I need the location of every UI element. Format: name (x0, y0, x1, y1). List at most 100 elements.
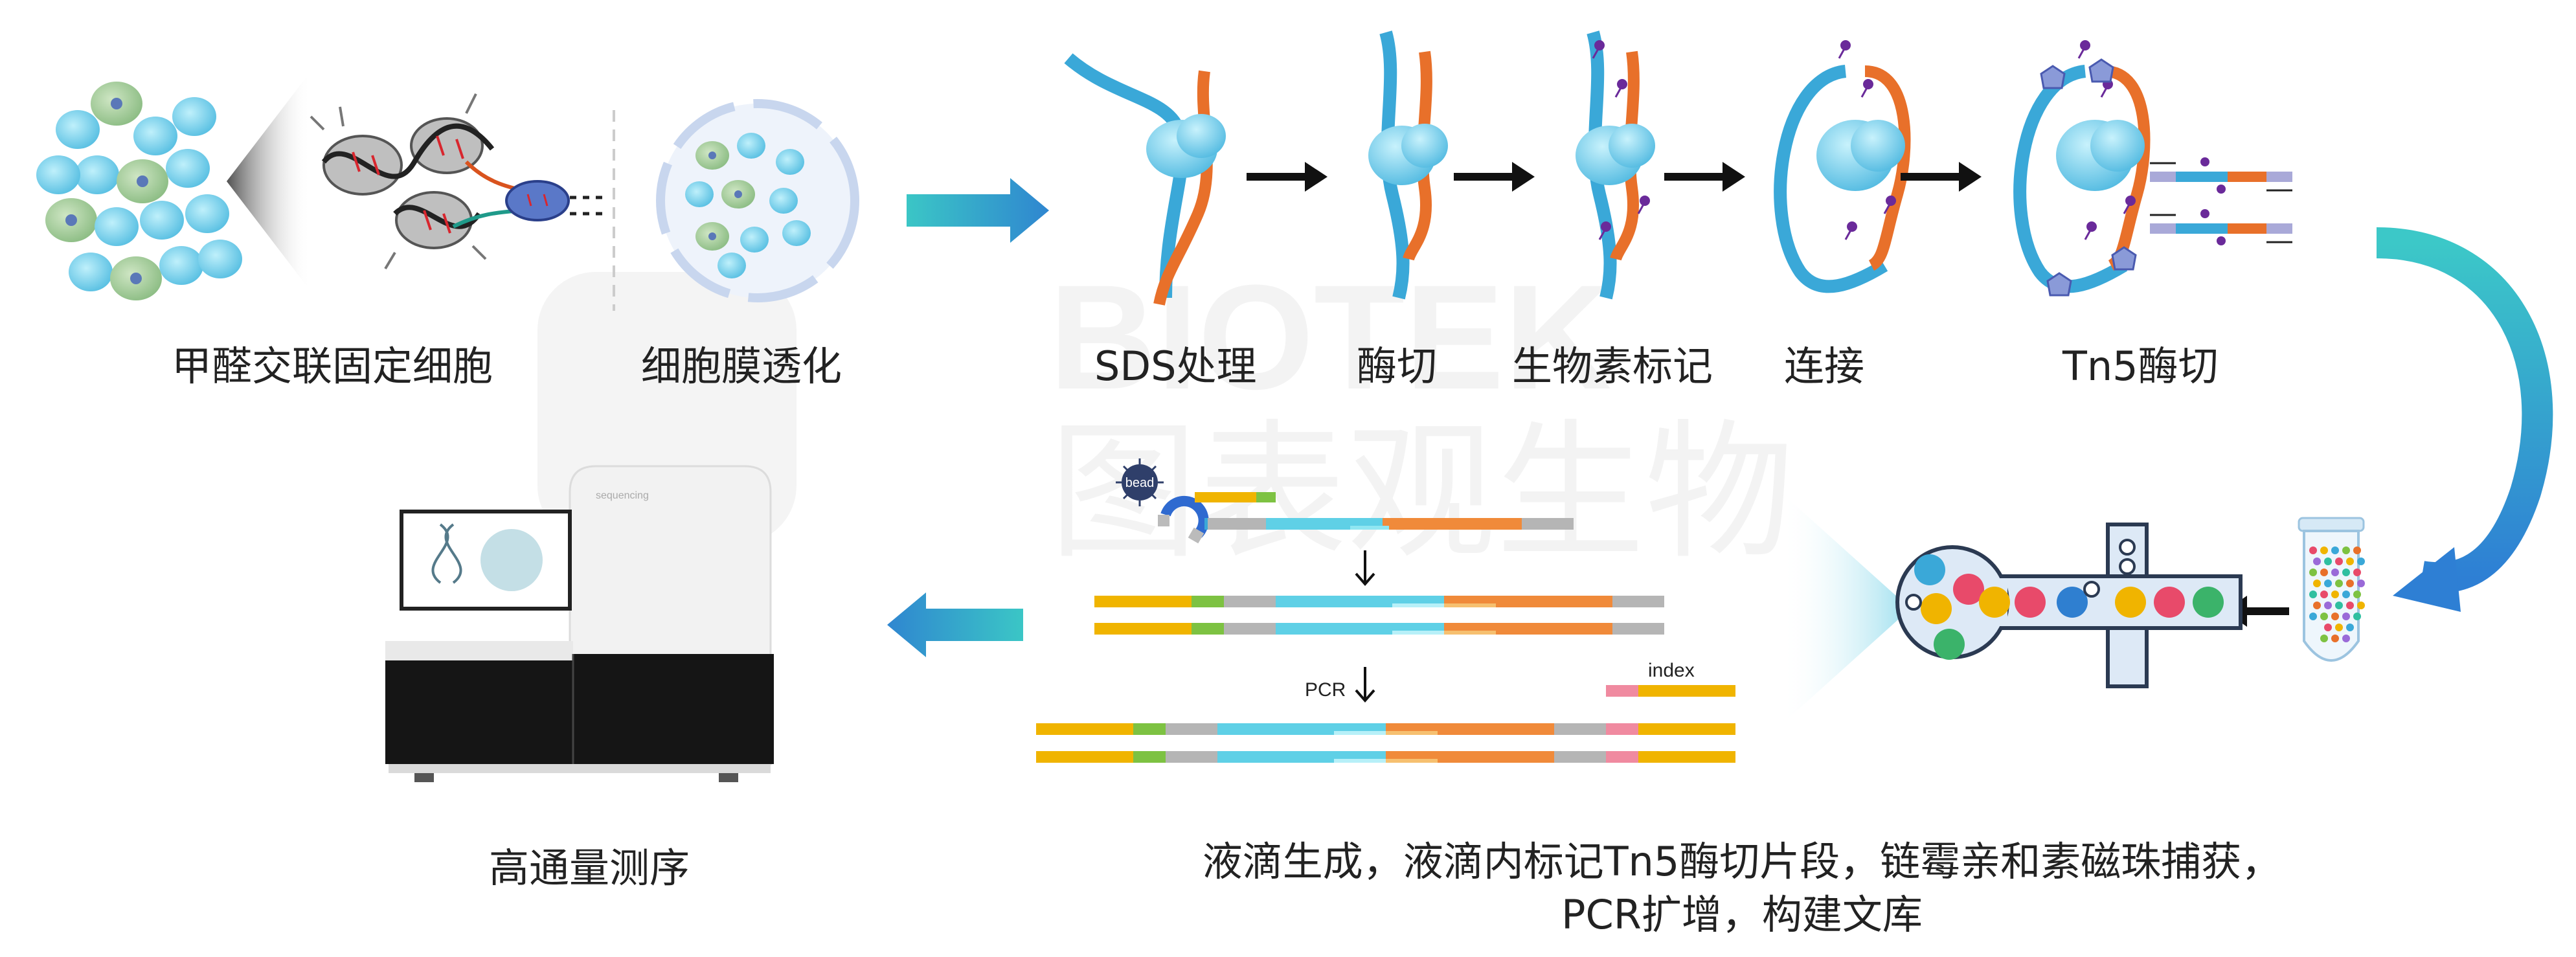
curved-arrow-head (2393, 547, 2461, 612)
cell-icon (172, 97, 216, 136)
droplet-icon (2193, 587, 2224, 618)
arrow-icon (1901, 162, 1982, 192)
bead-icon (2119, 539, 2136, 556)
tn5-fragments-illustration (2150, 157, 2292, 245)
permeabilized-cell-illustration (656, 99, 859, 302)
cell-icon (140, 201, 184, 240)
droplet-icon (2342, 635, 2350, 642)
droplet-icon (2313, 602, 2321, 609)
droplet-icon (2331, 613, 2339, 620)
biotin-icon (2086, 221, 2097, 232)
watermark-latin: BIOTEK (1049, 254, 1612, 420)
step-label-digest: 酶切 (1357, 343, 1438, 390)
biotin-step-illustration (1576, 30, 1655, 300)
biotin-icon (2080, 40, 2090, 51)
droplet-icon (2309, 546, 2317, 554)
droplet-caption-line2: PCR扩增，构建文库 (1561, 891, 1923, 938)
zoom-cone (227, 71, 311, 291)
flow-arrow-left (887, 592, 1023, 657)
biotin-icon (1863, 79, 1873, 89)
droplet-icon (2353, 546, 2361, 554)
library-row (1036, 723, 1735, 735)
cell-icon (159, 246, 203, 285)
droplet-icon (1914, 554, 1945, 585)
arrow-icon (1664, 162, 1745, 192)
droplet-icon (2320, 635, 2328, 642)
cell-icon (185, 194, 229, 233)
droplet-icon (2342, 591, 2350, 598)
droplet-icon (2346, 624, 2354, 631)
step-label-crosslink: 甲醛交联固定细胞 (172, 343, 493, 390)
cell-icon (133, 117, 177, 155)
arrow-icon (1454, 162, 1535, 192)
nucleus-icon (130, 273, 142, 284)
watermark-chinese: 图表观生物 (1049, 407, 1794, 580)
bead-icon (2119, 558, 2136, 575)
droplet-icon (2320, 591, 2328, 598)
biotin-icon (1847, 221, 1857, 232)
bead-icon: bead (1116, 458, 1164, 506)
protein-icon (1851, 120, 1905, 172)
droplet-icon (1934, 629, 1965, 660)
sequencer-brand: sequencing (596, 490, 649, 501)
droplet-icon (2015, 587, 2046, 618)
droplet-icon (2342, 546, 2350, 554)
biotin-icon (1886, 196, 1896, 206)
sds-step-illustration (1064, 53, 1226, 306)
adapter-fragment (1195, 492, 1276, 502)
droplet-icon (2309, 613, 2317, 620)
digest-step-illustration (1368, 30, 1448, 300)
droplet-icon (1979, 587, 2010, 618)
droplet-icon (2331, 546, 2339, 554)
droplet-tube-icon (2298, 517, 2365, 662)
droplet-icon (2335, 557, 2343, 565)
droplet-icon (2331, 635, 2339, 642)
biotin-icon (1601, 221, 1611, 232)
bead-icon (1905, 594, 1922, 611)
flow-arrow-right (907, 178, 1049, 243)
index-annotation: index (1648, 660, 1695, 681)
droplet-icon (2320, 613, 2328, 620)
down-arrow-icon (1355, 550, 1375, 587)
droplet-icon (2342, 569, 2350, 576)
droplet-caption-line1: 液滴生成，液滴内标记Tn5酶切片段，链霉亲和素磁珠捕获， (1202, 838, 2282, 885)
tn5-icon (2046, 272, 2072, 297)
cell-icon (776, 149, 804, 175)
library-row (1094, 623, 1664, 635)
cell-icon (685, 181, 714, 207)
protein-complex-icon (505, 180, 570, 221)
droplet-icon (2331, 569, 2339, 576)
droplet-icon (2335, 602, 2343, 609)
step-label-sds: SDS处理 (1094, 343, 1257, 390)
protein-icon (1609, 124, 1655, 168)
cell-icon (737, 133, 765, 159)
droplet-icon (2115, 587, 2146, 618)
droplet-icon (2346, 557, 2354, 565)
biotin-icon (1640, 196, 1650, 206)
droplet-icon (2324, 580, 2332, 587)
step-label-sequencing: 高通量测序 (489, 844, 690, 892)
library-row (1036, 751, 1735, 763)
nucleus-icon (708, 152, 716, 159)
step-label-droplet: 液滴生成，液滴内标记Tn5酶切片段，链霉亲和素磁珠捕获， PCR扩增，构建文库 (1179, 835, 2305, 941)
tn5-icon (2111, 246, 2137, 271)
nucleosome-icon (310, 93, 602, 270)
microfluidic-chip-illustration (1781, 492, 2243, 725)
arrow-icon (1247, 162, 1328, 192)
cell-icon (56, 110, 100, 149)
sequencer-illustration: sequencing (385, 465, 774, 782)
cell-icon (782, 220, 811, 246)
biotin-icon (1617, 79, 1627, 89)
droplet-icon (2331, 591, 2339, 598)
droplet-icon (2335, 624, 2343, 631)
crosslinked-cells-illustration (36, 71, 602, 300)
flow-arrow-curved (2376, 227, 2553, 594)
library-row (1094, 596, 1664, 607)
protein-icon (1401, 124, 1448, 168)
nucleus-icon (734, 190, 742, 198)
cell-icon (69, 253, 113, 291)
droplet-icon (2313, 557, 2321, 565)
bead-icon (2083, 581, 2100, 598)
droplet-icon (2309, 591, 2317, 598)
